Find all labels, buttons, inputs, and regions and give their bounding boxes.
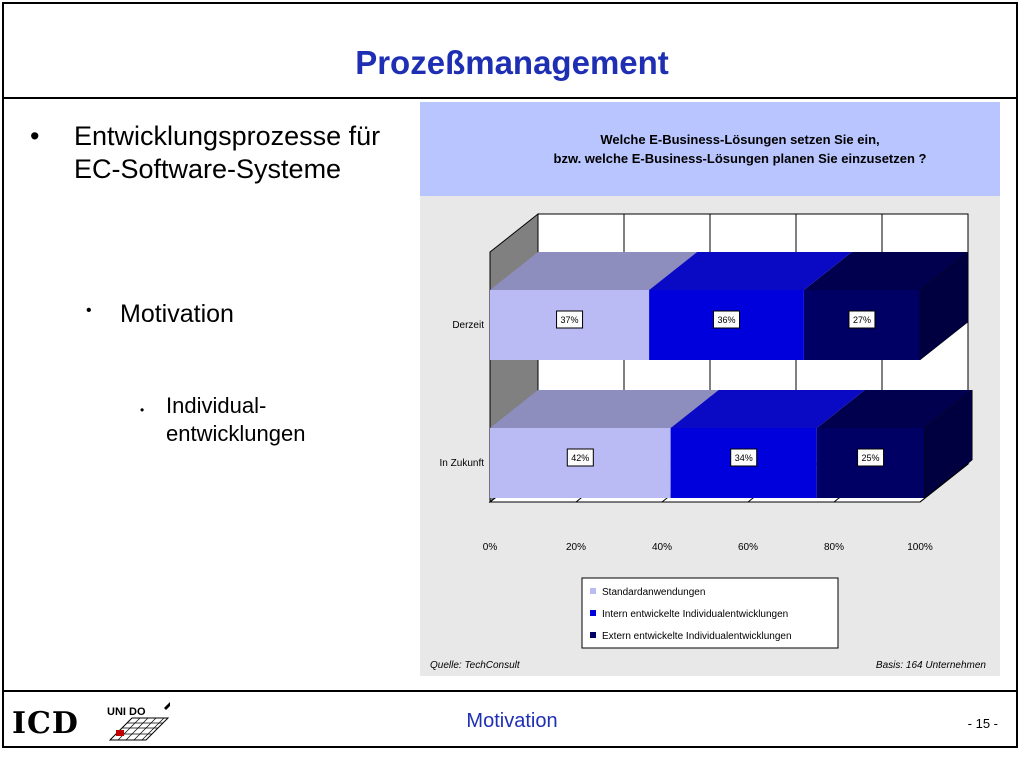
data-label-box [730, 448, 758, 467]
legend-label: Extern entwickelte Individualentwicklung… [602, 631, 792, 642]
page-number: - 15 - [967, 716, 998, 731]
chart-floor-gridline [919, 463, 969, 503]
bar-end-side [919, 251, 969, 361]
slide-frame [2, 2, 1018, 748]
x-tick-label: 100% [907, 542, 933, 553]
footer-caption: Motivation [466, 710, 558, 732]
data-label: 36% [717, 315, 735, 325]
bullet-dot-icon: • [140, 403, 145, 417]
bar-segment-top [649, 252, 852, 290]
data-label-box [556, 310, 584, 329]
data-label-box [713, 310, 740, 329]
legend-swatch [590, 588, 596, 594]
x-tick-label: 20% [566, 542, 586, 553]
legend-swatch [590, 610, 596, 616]
chart-source: Quelle: TechConsult [430, 660, 521, 671]
x-tick-label: 60% [738, 542, 758, 553]
legend-swatch [590, 632, 596, 638]
bar-segment-top [490, 252, 698, 290]
bar-segment-top [490, 390, 719, 428]
chart-title-line1: Welche E-Business-Lösungen setzen Sie ei… [600, 132, 879, 147]
bar-end-side [924, 389, 973, 499]
bullet-dot-icon: • [86, 302, 92, 319]
data-label: 37% [561, 315, 579, 325]
data-label: 25% [862, 453, 880, 463]
category-label: Derzeit [452, 320, 484, 331]
uni-do-logo-text: UNI DO [107, 706, 146, 718]
icd-logo: ICD [12, 706, 79, 741]
bar-segment-top [670, 390, 865, 428]
chart-panel: Welche E-Business-Lösungen setzen Sie ei… [420, 102, 1000, 676]
bullet-level1-text: Entwicklungsprozesse für EC-Software-Sys… [74, 121, 381, 184]
data-label-box [566, 448, 594, 467]
legend-label: Standardanwendungen [602, 587, 705, 598]
chart-title-band [420, 102, 1000, 196]
category-label: In Zukunft [440, 458, 485, 469]
bar-segment-top [816, 390, 973, 428]
chart-title-line2: bzw. welche E-Business-Lösungen planen S… [554, 151, 927, 166]
footer-divider [4, 690, 1016, 692]
bullet-dot-icon: • [30, 121, 40, 151]
stacked-bar-chart: Welche E-Business-Lösungen setzen Sie ei… [420, 102, 1000, 671]
data-label: 34% [735, 453, 753, 463]
chart-legend [581, 577, 839, 649]
x-tick-label: 80% [824, 542, 844, 553]
data-label-box [848, 310, 876, 329]
bar-segment-top [803, 252, 968, 290]
title-divider [4, 97, 1016, 99]
x-tick-label: 0% [483, 542, 498, 553]
data-label: 27% [853, 315, 871, 325]
slide-title: Prozeßmanagement [355, 44, 669, 81]
data-label: 42% [571, 453, 589, 463]
x-tick-label: 40% [652, 542, 672, 553]
data-label-box [857, 448, 885, 467]
chart-basis: Basis: 164 Unternehmen [876, 660, 987, 671]
uni-do-logo-icon: UNI DO [107, 702, 170, 741]
legend-label: Intern entwickelte Individualentwicklung… [602, 609, 788, 620]
bullet-level3-text: Individual-entwicklungen [166, 393, 306, 446]
bullet-level2-text: Motivation [120, 300, 234, 328]
